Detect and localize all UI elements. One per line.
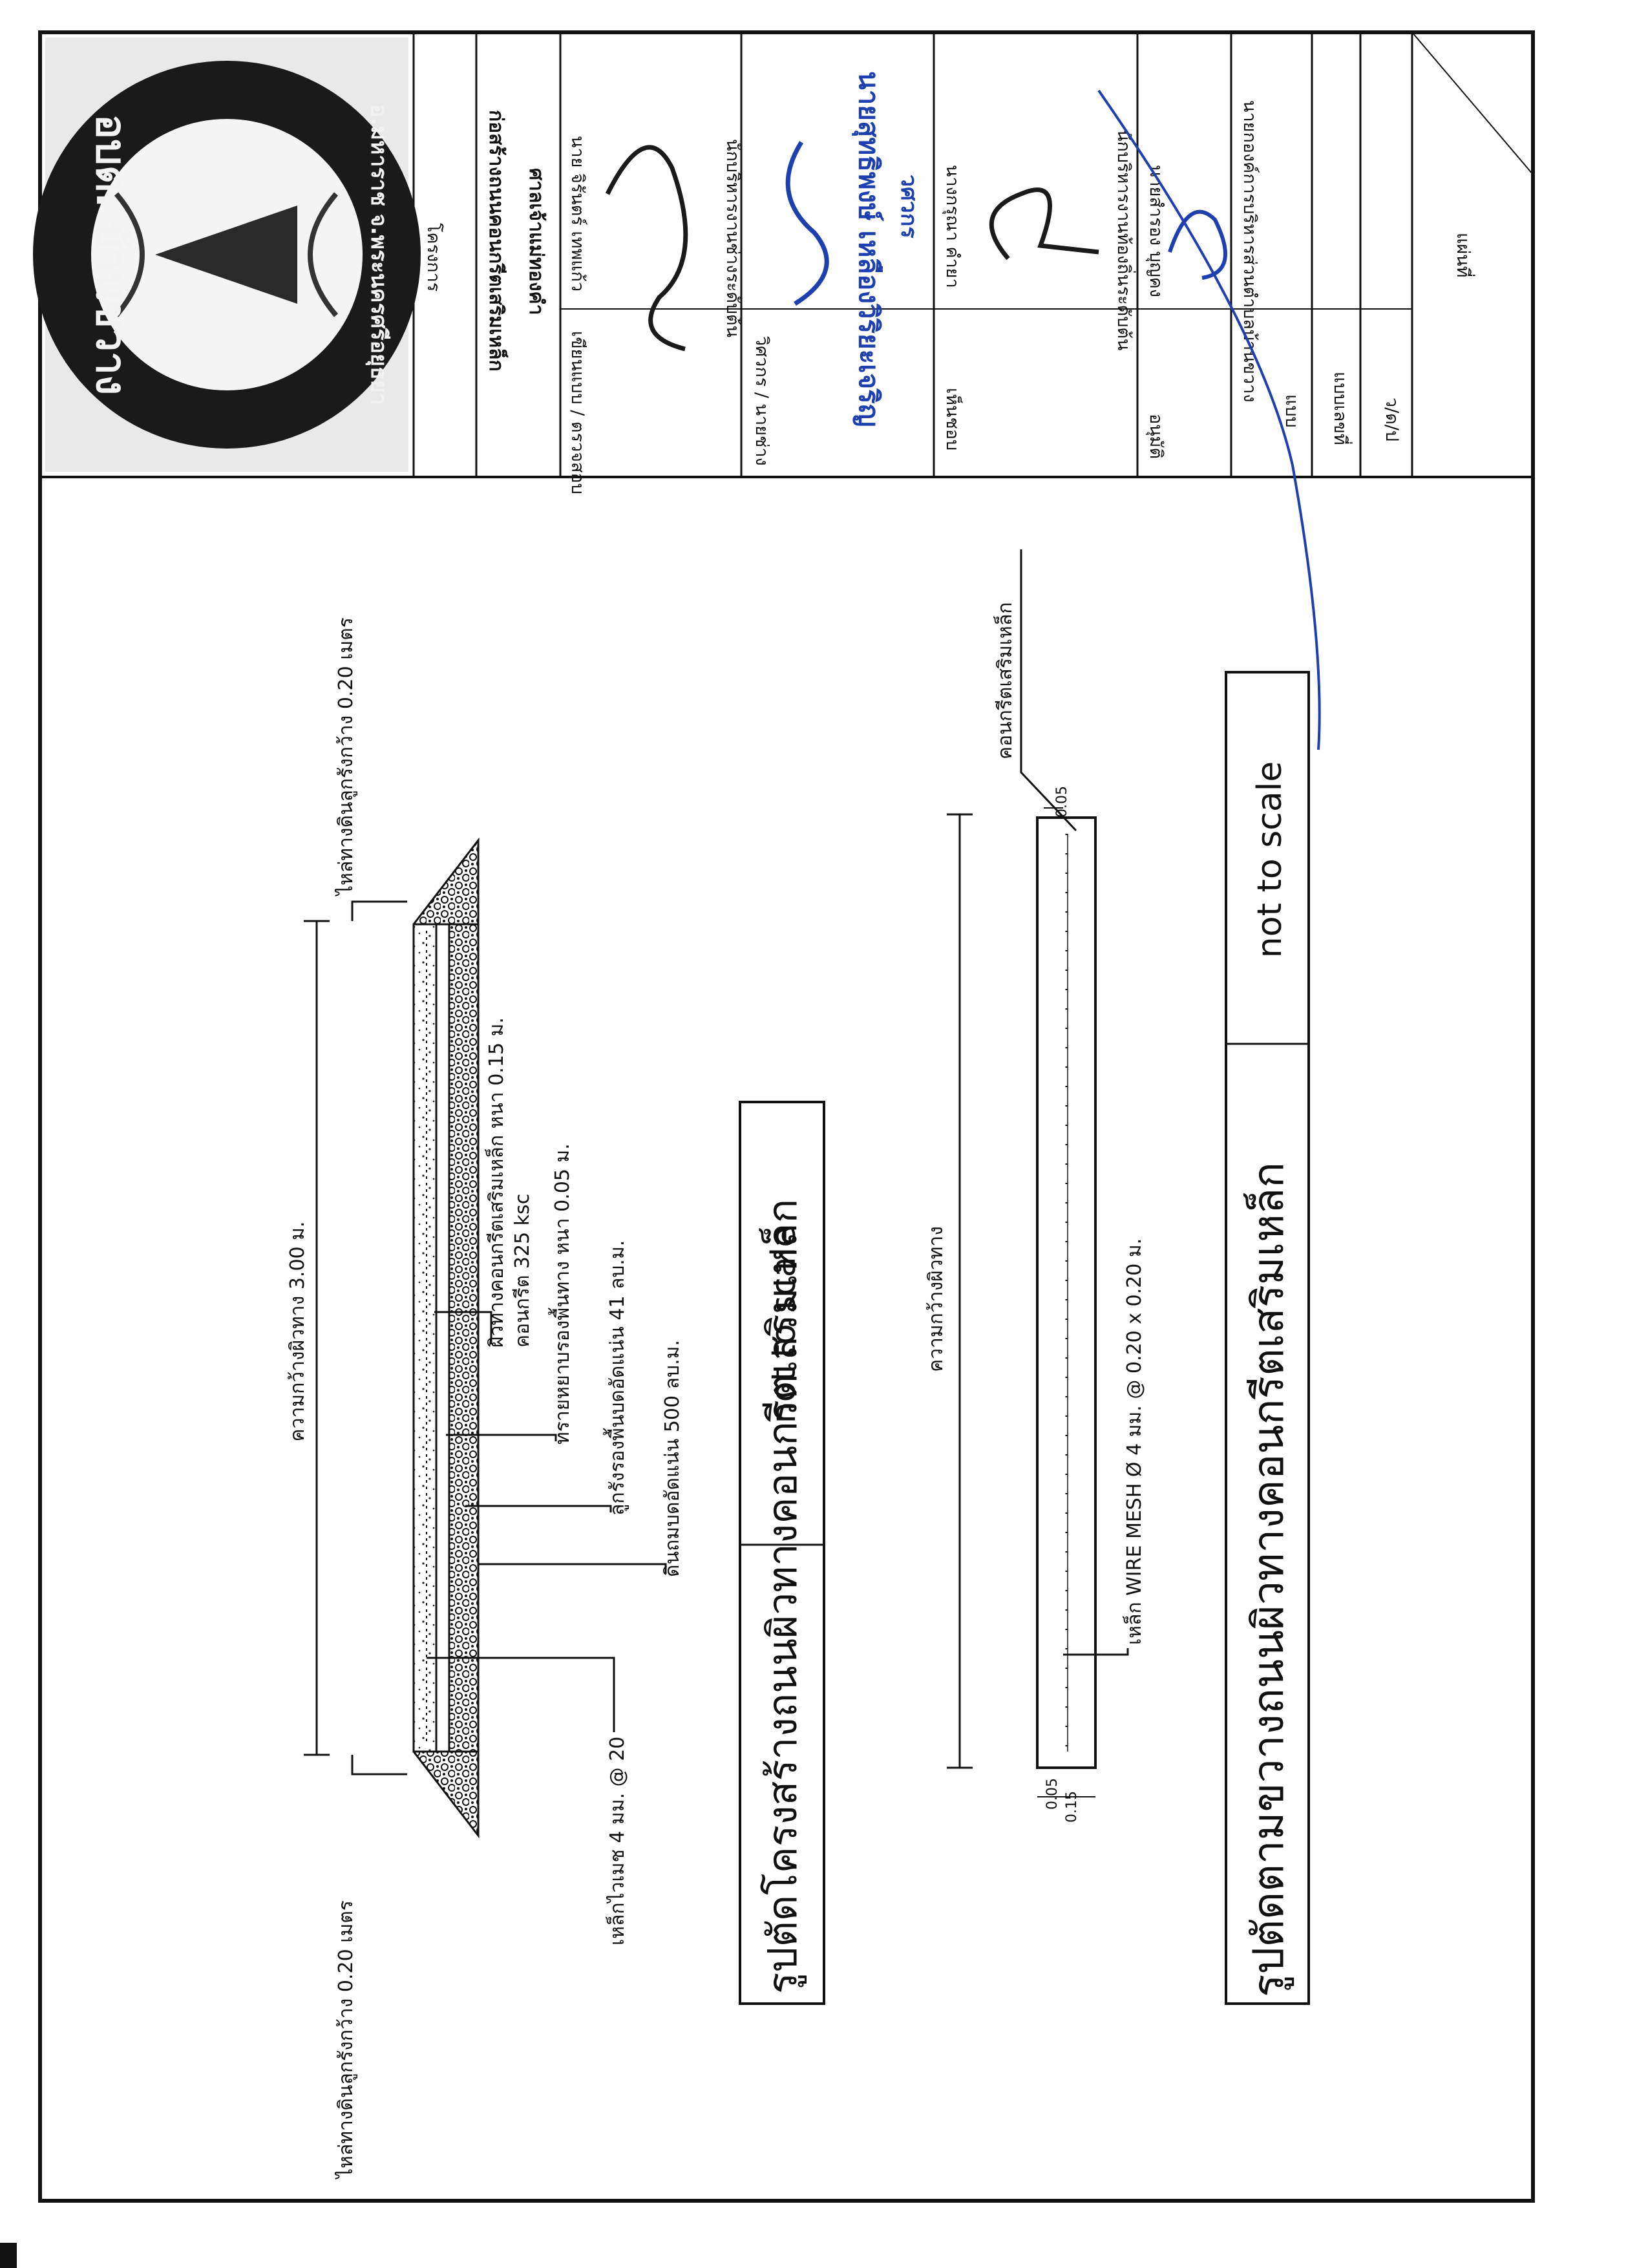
section1-width-label: ความกว้างผิวทาง 3.00 ม. [286,1222,309,1442]
pagoda-icon [155,206,297,304]
project-label: โครงการ [423,223,443,291]
shoulder-right-label: ไหล่ทางดินลูกรังกว้าง 0.20 เมตร [334,617,357,896]
designer-name: นาย จิรันตร์ เทพแก้ว [567,136,588,291]
section2-scale: not to scale [1251,761,1289,958]
long-pen-stroke [1097,89,1321,750]
rebar-label: เหล็กไวเมช 4 มม. @ 20 [605,1737,629,1945]
approver1-role: เห็นชอบ [942,388,964,450]
designer-signature [605,145,688,352]
section1-scale: not to scale [765,1227,803,1423]
drawing-label: แบบ [1282,394,1302,428]
signatures [605,89,1321,750]
layer-concrete-label: ผิวทางคอนกรีตเสริมเหล็ก หนา 0.15 ม. [484,1017,508,1348]
section2-crosssection: ความกว้างผิวทาง คอนกรีตเสริมเหล็ก เหล็ก … [925,549,1146,1823]
section2-caption: รูปตัดตามขวางถนนผิวทางคอนกรีตเสริมเหล็ก [1243,1162,1294,1997]
seal-top-text: อบต. บ้านขวาง [87,114,134,395]
approver2-role: อนุมัติ [1145,414,1166,459]
project-name: ก่อสร้างถนนคอนกรีตเสริมเหล็ก [485,110,509,372]
section2-caption-box: รูปตัดตามขวางถนนผิวทางคอนกรีตเสริมเหล็ก … [1225,671,1310,2005]
designer-role: เขียนแบบ / ตรวจสอบ [567,331,587,494]
layer-soil-label: ดินถมบดอัดแน่น 500 ลบ.ม. [661,1340,684,1577]
shoulder-left-label: ไหล่ทางดินลูกรังกว้าง 0.20 เมตร [334,1900,357,2179]
approver2-name: นายสำรอง บุญคง [1145,165,1166,297]
scan-mark [0,2243,17,2268]
approver2-position: นายกองค์การบริหารส่วนตำบลบ้านขวาง [1240,100,1260,403]
project-location: ศาลเจ้าแม่ทองคำ [525,168,547,315]
date-label: ว/ด/ป [1382,397,1402,441]
section1-caption-box: รูปตัดโครงสร้างถนนผิวทางคอนกรีตเสริมเหล็… [739,1101,825,2005]
outer-border [38,30,1535,2203]
designer-position: นักบริหารงานช่างระดับต้น [723,139,743,337]
section2-dim-top: 0.05 [1054,786,1070,818]
sheet-label: แผ่นที่ [1453,233,1475,277]
title-block [40,32,1534,478]
layer-concrete-strength: คอนกรีต 325 ksc [511,1194,534,1348]
engineer-signature [785,141,829,306]
rice-sheaf-icon [114,192,339,317]
section1-structure: ความกว้างผิวทาง 3.00 ม. ไหล่ทางดินลูกรัง… [286,617,684,2179]
section2-width-label: ความกว้างผิวทาง [925,1226,947,1372]
section2-dim-bottom-b: 0.15 [1064,1791,1080,1823]
sand-layer [435,923,450,1753]
section2-concrete-label: คอนกรีตเสริมเหล็ก [993,602,1017,759]
approver2-signature [1168,209,1227,280]
approver1-name: นางกรุณา คำยา [942,165,962,288]
layer-sand-label: ทรายหยาบรองพื้นทาง หนา 0.05 ม. [548,1143,574,1445]
laterite-base-layer [448,923,480,1753]
engineer-role: วิศวกร / นายช่าง [752,336,772,466]
drawing-no-label: แบบเลขที่ [1330,372,1353,445]
approver1-signature [989,187,1099,260]
title-block-text: โครงการ ก่อสร้างถนนคอนกรีตเสริมเหล็ก ศาล… [423,71,1475,494]
approver1-position: นักบริหารงานท้องถิ่นระดับต้น [1114,129,1136,350]
section2-mesh-label: เหล็ก WIRE MESH Ø 4 มม. @ 0.20 x 0.20 ม. [1122,1238,1146,1645]
engineer-name: นายสุทธิพงษ์ เหลืองวิริยะเจริญ [852,71,885,427]
logo-seal: อบต. บ้านขวาง อ.มหาราช จ.พระนครศรีอยุธยา [33,37,421,472]
concrete-layer [412,923,438,1753]
engineer-license: วศวกร [896,175,922,238]
concrete-slab [1036,816,1097,1769]
seal-bottom-text: อ.มหาราช จ.พระนครศรีอยุธยา [365,104,392,405]
layer-laterite-label: ลูกรังรองพื้นบดอัดแน่น 41 ลบ.ม. [603,1240,629,1516]
section1-caption: รูปตัดโครงสร้างถนนผิวทางคอนกรีตเสริมเหล็… [759,1199,807,1994]
section2-dim-bottom-a: 0.05 [1044,1778,1061,1810]
